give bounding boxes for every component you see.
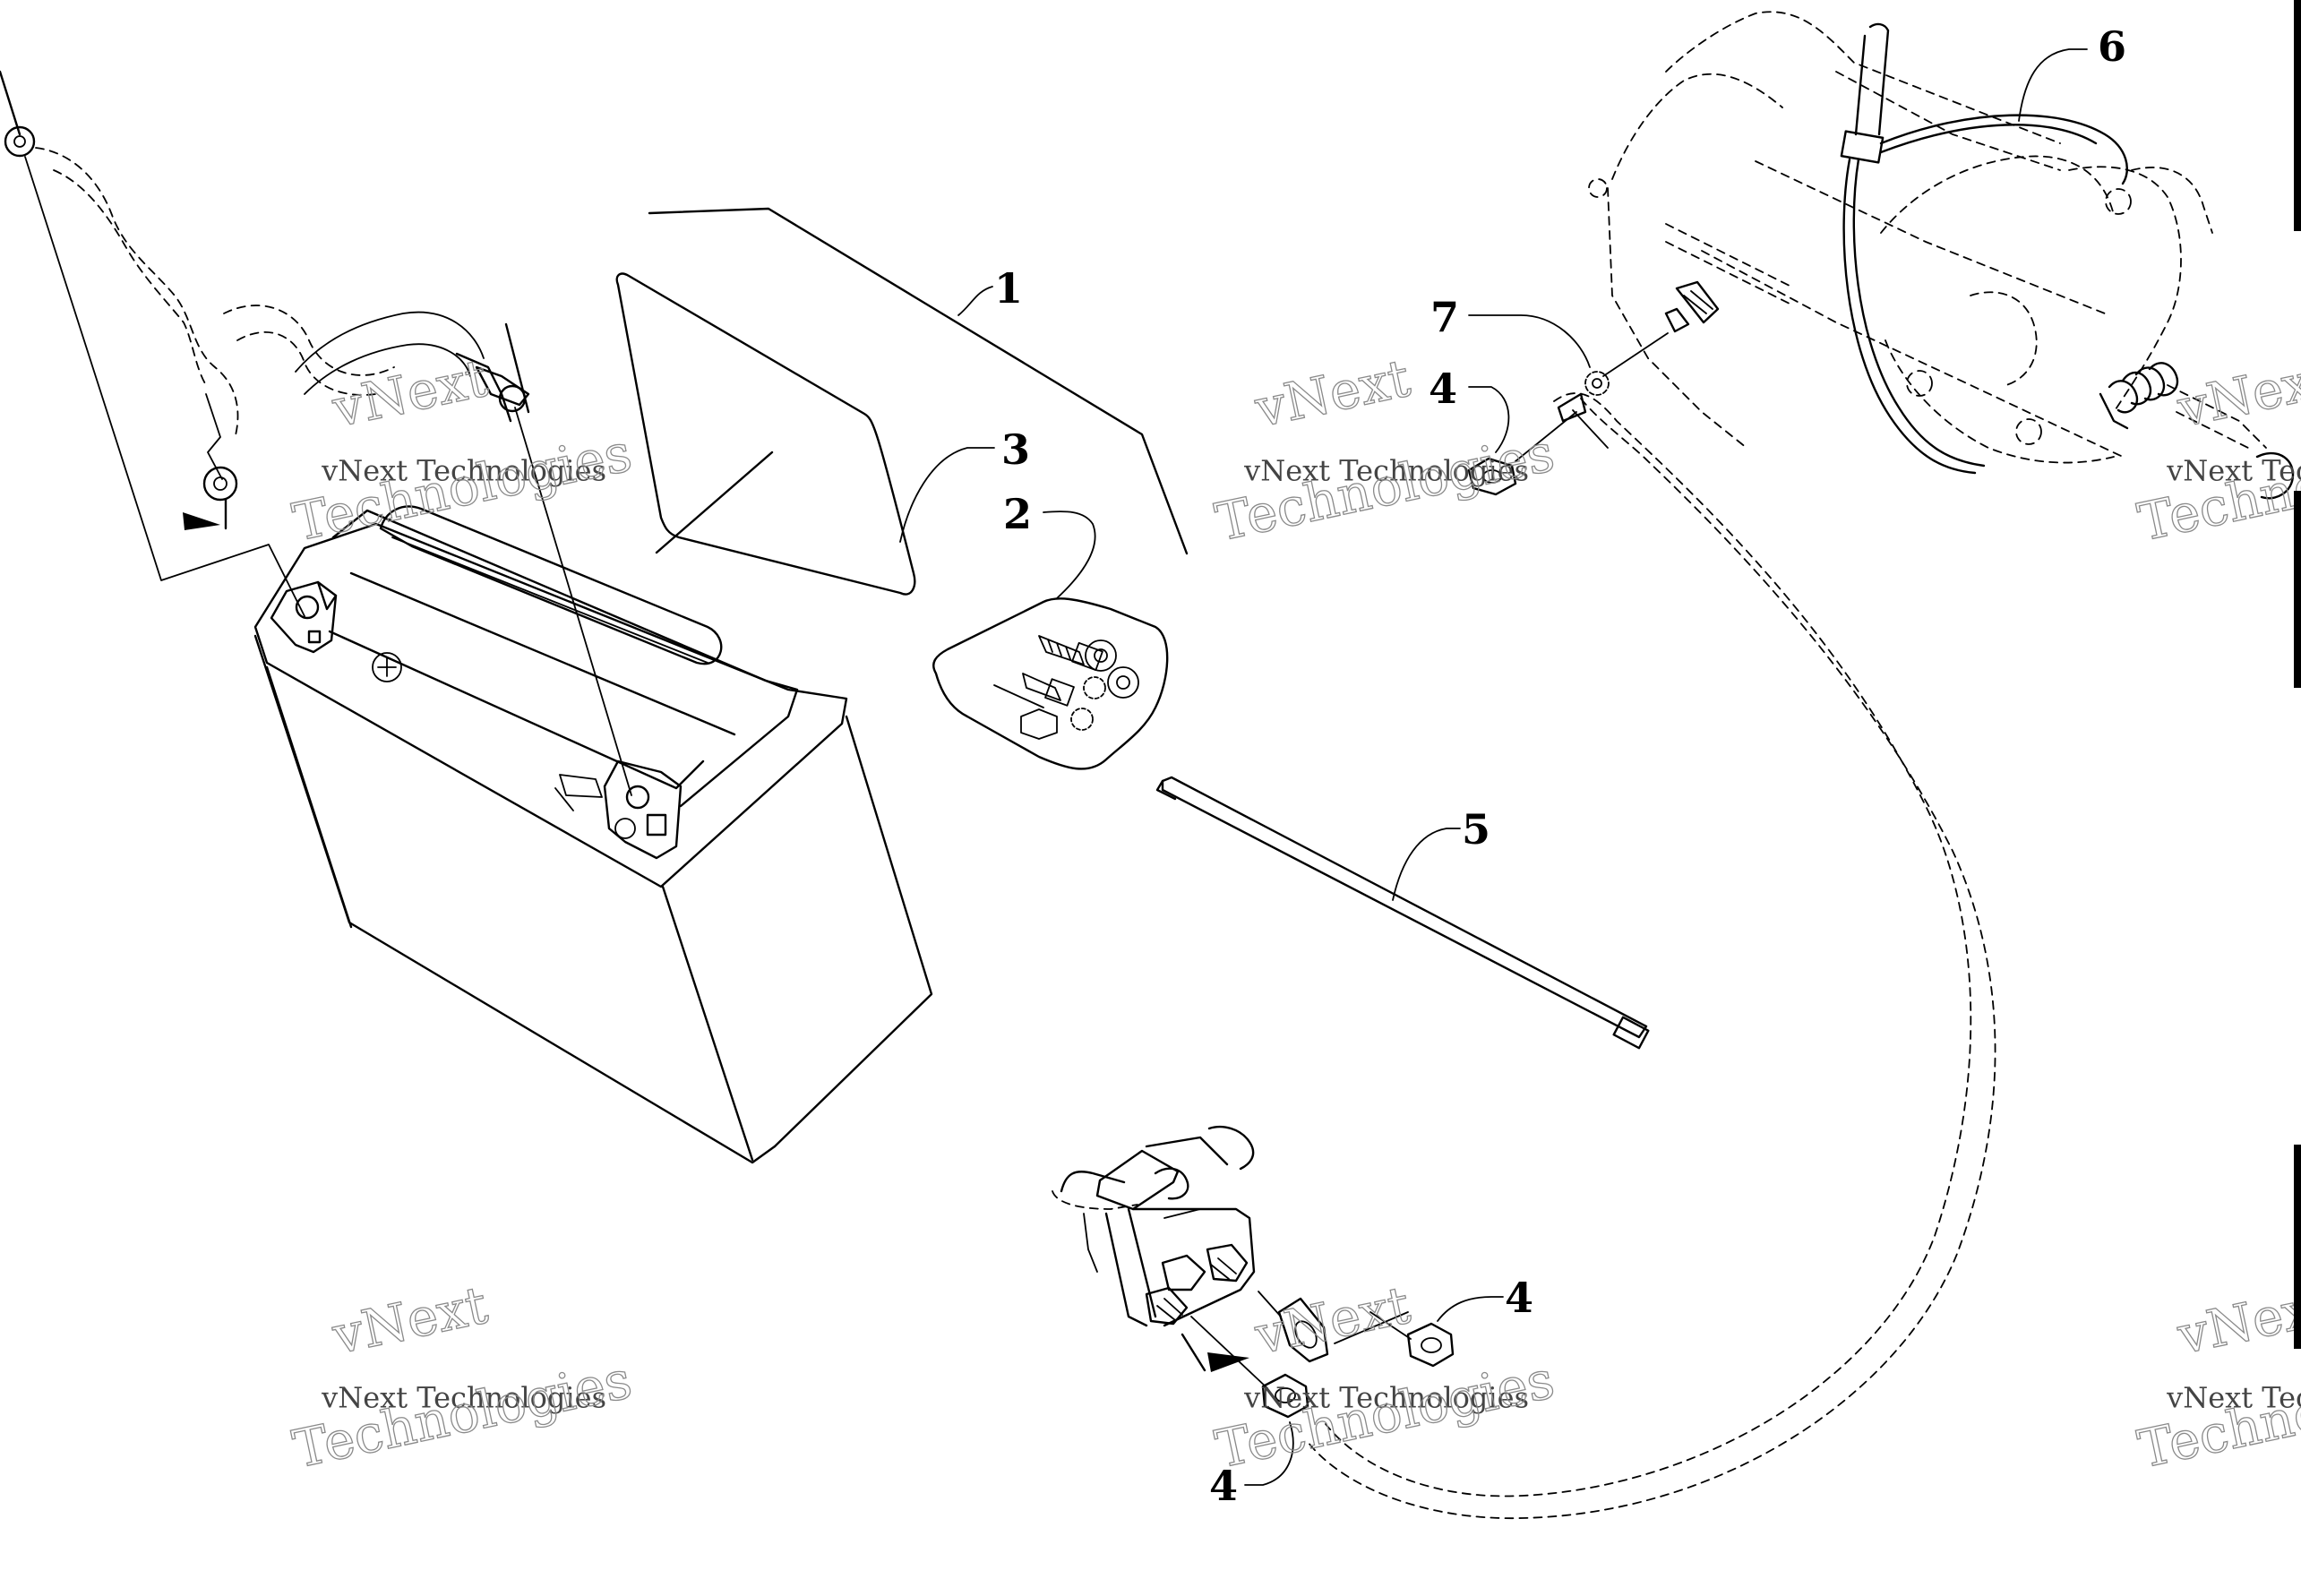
callout-3: 3 xyxy=(1001,425,1030,474)
callout-4-upper: 4 xyxy=(1429,365,1457,413)
edge-bar-top xyxy=(2294,0,2301,231)
svg-text:vNext: vNext xyxy=(2172,348,2301,440)
svg-text:Technologies: Technologies xyxy=(2133,1349,2301,1480)
callout-4-lower: 4 xyxy=(1209,1462,1238,1510)
starter-cable xyxy=(1325,392,1972,1497)
callout-1: 1 xyxy=(994,264,1023,313)
svg-text:Technologies: Technologies xyxy=(1210,1349,1559,1480)
part-1-leader xyxy=(957,286,993,316)
svg-text:vNext Technologies: vNext Technologies xyxy=(2166,1381,2301,1415)
part-4-nut-upper xyxy=(1467,457,1517,496)
starter-solenoid xyxy=(1052,1125,1329,1372)
callout-6: 6 xyxy=(2098,22,2126,71)
part-4-upper-leader xyxy=(1468,386,1510,453)
svg-text:vNext Technologies: vNext Technologies xyxy=(2166,454,2301,488)
part-3-leader xyxy=(899,447,995,543)
svg-text:Technologies: Technologies xyxy=(2133,422,2301,553)
part-3-pad xyxy=(615,272,916,596)
part-6-cable-tie xyxy=(1840,22,2129,475)
svg-text:vNext Technologies: vNext Technologies xyxy=(1243,454,1529,488)
svg-text:vNext Technologies: vNext Technologies xyxy=(1243,1381,1529,1415)
part-7-leader xyxy=(1468,314,1591,368)
callout-7: 7 xyxy=(1430,293,1459,341)
edge-bar-middle xyxy=(2294,491,2301,688)
svg-text:vNext Technologies: vNext Technologies xyxy=(321,454,606,488)
callout-2: 2 xyxy=(1003,490,1032,538)
part-4-right-leader xyxy=(1437,1296,1504,1322)
edge-bar-bottom xyxy=(2294,1145,2301,1349)
watermark-4: vNext vNext Technologies Technologies xyxy=(288,1274,638,1480)
svg-text:Technologies: Technologies xyxy=(288,422,637,553)
watermark-3: vNext vNext Technologies Technologies xyxy=(2133,347,2301,553)
watermark-1: vNext vNext Technologies Technologies xyxy=(288,347,638,553)
battery-cable-assembly xyxy=(0,70,530,530)
svg-text:vNext: vNext xyxy=(2172,1274,2301,1367)
part-4-lower-leader xyxy=(1244,1421,1294,1486)
svg-text:vNext: vNext xyxy=(327,1274,493,1367)
part-7-star-washer xyxy=(1584,371,1610,396)
callout-4-right: 4 xyxy=(1505,1274,1533,1322)
cable-terminal-leader xyxy=(24,156,305,617)
svg-text:vNext: vNext xyxy=(1249,1274,1415,1367)
callout-5: 5 xyxy=(1462,805,1490,854)
svg-text:vNext Technologies: vNext Technologies xyxy=(321,1381,606,1415)
part-1-tray-outline xyxy=(648,207,1189,555)
battery xyxy=(253,505,933,1164)
watermark-2: vNext vNext Technologies Technologies xyxy=(1210,347,1560,553)
part-4-nut-lower xyxy=(1261,1373,1309,1419)
svg-text:vNext: vNext xyxy=(1249,348,1415,440)
part-6-leader xyxy=(2018,48,2088,122)
svg-text:Technologies: Technologies xyxy=(288,1349,637,1480)
part-2-leader xyxy=(1043,511,1096,599)
part-2-hardware-kit xyxy=(932,597,1169,770)
starter-motor xyxy=(1588,11,2295,500)
watermark-6: vNext vNext Technologies Technologies xyxy=(2133,1274,2301,1480)
part-5-leader xyxy=(1392,828,1461,901)
part-5-cable-tie xyxy=(1155,776,1650,1050)
svg-text:Technologies: Technologies xyxy=(1210,422,1559,553)
part-4-nut-right xyxy=(1406,1322,1455,1368)
